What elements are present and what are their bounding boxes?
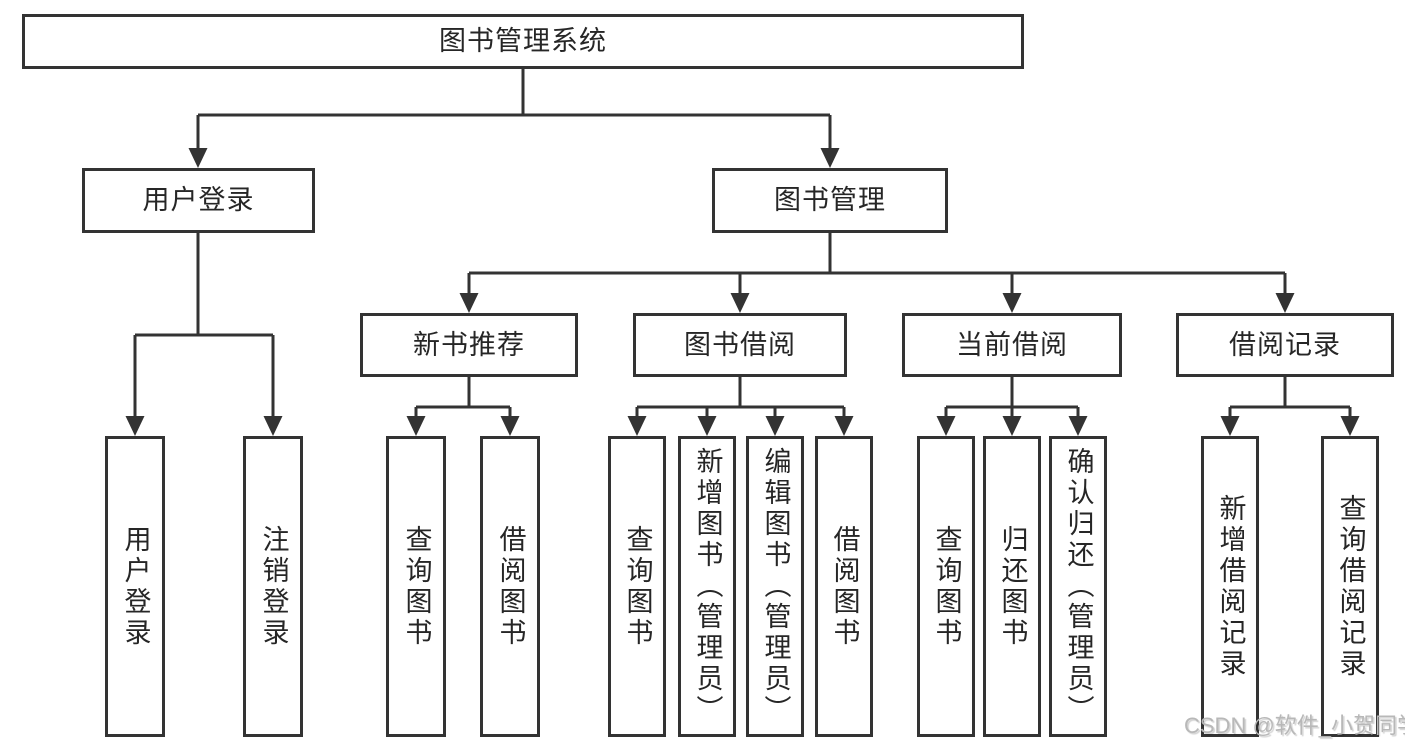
node-leaf-query-borrow-record: 查询借阅记录 bbox=[1321, 436, 1379, 737]
node-label: 借阅图书 bbox=[495, 524, 526, 649]
node-leaf-query-books-recommend: 查询图书 bbox=[386, 436, 446, 737]
node-label: 用户登录 bbox=[120, 524, 151, 649]
connector-book-borrowing bbox=[627, 377, 854, 436]
node-label: 查询借阅记录 bbox=[1335, 493, 1366, 680]
node-leaf-confirm-return-admin: 确认归还（管理员） bbox=[1049, 436, 1107, 737]
node-leaf-add-borrow-record: 新增借阅记录 bbox=[1201, 436, 1259, 737]
node-label: 新书推荐 bbox=[413, 329, 525, 360]
node-label: 新增图书（管理员） bbox=[692, 447, 723, 726]
node-label: 借阅记录 bbox=[1229, 329, 1341, 360]
node-label: 借阅图书 bbox=[829, 524, 860, 649]
node-current-borrowing: 当前借阅 bbox=[902, 313, 1122, 377]
node-leaf-borrow-books-recommend: 借阅图书 bbox=[480, 436, 540, 737]
node-user-login: 用户登录 bbox=[82, 168, 315, 233]
node-label: 新增借阅记录 bbox=[1215, 493, 1246, 680]
node-label: 用户登录 bbox=[142, 185, 255, 215]
node-leaf-user-login: 用户登录 bbox=[105, 436, 165, 737]
node-label: 图书管理 bbox=[774, 185, 886, 215]
node-leaf-query-books-current: 查询图书 bbox=[917, 436, 975, 737]
node-label: 查询图书 bbox=[401, 524, 432, 649]
node-label: 图书借阅 bbox=[684, 329, 796, 360]
node-leaf-return-books: 归还图书 bbox=[983, 436, 1041, 737]
node-label: 查询图书 bbox=[931, 524, 962, 649]
node-label: 注销登录 bbox=[258, 524, 289, 649]
connector-root bbox=[188, 69, 840, 168]
node-label: 查询图书 bbox=[622, 524, 653, 649]
node-leaf-query-books-borrowing: 查询图书 bbox=[608, 436, 666, 737]
node-label: 确认归还（管理员） bbox=[1063, 447, 1094, 726]
node-leaf-logout: 注销登录 bbox=[243, 436, 303, 737]
node-label: 编辑图书（管理员） bbox=[760, 447, 791, 726]
node-new-book-recommend: 新书推荐 bbox=[360, 313, 578, 377]
connector-borrowing-records bbox=[1220, 377, 1360, 436]
connector-new-book-recommend bbox=[406, 377, 520, 436]
node-label: 图书管理系统 bbox=[439, 26, 607, 56]
connector-current-borrowing bbox=[936, 377, 1088, 436]
node-leaf-add-books-admin: 新增图书（管理员） bbox=[678, 436, 736, 737]
node-book-borrowing: 图书借阅 bbox=[633, 313, 847, 377]
connector-book-management bbox=[459, 233, 1295, 313]
node-label: 归还图书 bbox=[997, 524, 1028, 649]
node-leaf-borrow-books: 借阅图书 bbox=[815, 436, 873, 737]
csdn-watermark: CSDN @软件_小贺同学 bbox=[1184, 713, 1405, 738]
node-library-management-system: 图书管理系统 bbox=[22, 14, 1024, 69]
node-book-management: 图书管理 bbox=[712, 168, 948, 233]
node-leaf-edit-books-admin: 编辑图书（管理员） bbox=[746, 436, 804, 737]
node-label: 当前借阅 bbox=[956, 329, 1068, 360]
connector-user-login bbox=[125, 233, 283, 436]
node-borrowing-records: 借阅记录 bbox=[1176, 313, 1394, 377]
